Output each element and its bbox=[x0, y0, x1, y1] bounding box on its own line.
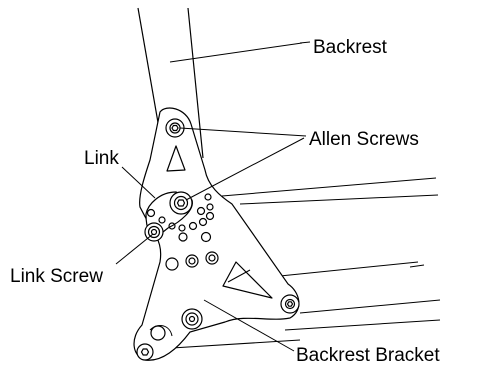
frame-rails bbox=[171, 177, 441, 349]
allen-screw-middle bbox=[169, 191, 193, 215]
bracket-screw-right bbox=[280, 294, 300, 314]
adjustment-holes bbox=[146, 193, 219, 271]
bracket-screw-bottom bbox=[136, 325, 166, 361]
bracket-screw-lower bbox=[181, 308, 203, 330]
label-allen-screws: Allen Screws bbox=[309, 129, 419, 150]
label-link: Link bbox=[84, 148, 119, 169]
label-link-screw: Link Screw bbox=[10, 266, 103, 287]
backrest-tube bbox=[137, 7, 303, 159]
label-backrest: Backrest bbox=[313, 37, 388, 58]
leader-lines bbox=[115, 41, 311, 352]
label-backrest-bracket: Backrest Bracket bbox=[296, 345, 440, 366]
